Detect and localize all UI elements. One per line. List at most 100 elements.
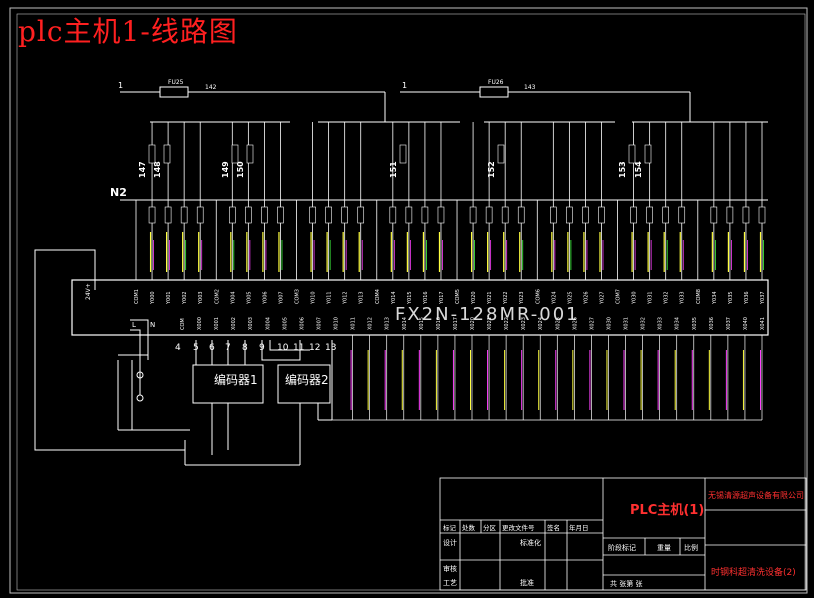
input-pin-label: X031 bbox=[624, 317, 630, 330]
supply-section bbox=[120, 86, 768, 201]
output-pin-label: COM6 bbox=[535, 289, 541, 304]
output-column bbox=[357, 122, 365, 280]
output-pin-label: Y024 bbox=[551, 291, 557, 305]
input-pin-label: X015 bbox=[419, 317, 425, 330]
output-column bbox=[469, 122, 477, 280]
relay-coil bbox=[742, 206, 750, 224]
input-terminal-number: 12 bbox=[309, 343, 320, 353]
input-column bbox=[657, 335, 660, 420]
input-pin-label: X024 bbox=[538, 317, 544, 330]
wire-number-marker bbox=[399, 144, 407, 164]
output-pin-label: Y005 bbox=[246, 291, 252, 305]
output-pin-label: Y010 bbox=[311, 291, 317, 305]
output-column bbox=[501, 122, 509, 280]
input-column bbox=[487, 335, 490, 420]
input-column bbox=[674, 335, 678, 420]
input-column bbox=[742, 335, 746, 420]
tb-stage-mark: 阶段标记 bbox=[608, 543, 636, 552]
input-pin-label: COM bbox=[180, 318, 186, 330]
output-pin-label: COM3 bbox=[295, 289, 301, 304]
wire-number: 147 bbox=[138, 161, 147, 178]
relay-coil bbox=[389, 206, 397, 224]
output-pin-label: Y033 bbox=[680, 291, 686, 305]
relay-coil bbox=[517, 206, 525, 224]
output-pin-label: Y006 bbox=[262, 291, 268, 305]
input-pin-label: X026 bbox=[572, 317, 578, 330]
title-block-header-cell: 处数 bbox=[462, 523, 476, 532]
relay-coil bbox=[566, 206, 573, 224]
relay-coil bbox=[261, 206, 268, 224]
encoder-2-label: 编码器2 bbox=[285, 372, 329, 387]
wire-number-marker bbox=[644, 144, 652, 164]
input-column bbox=[640, 335, 643, 420]
output-column bbox=[325, 122, 332, 280]
output-column bbox=[517, 122, 525, 280]
output-pin-label: Y003 bbox=[198, 291, 204, 305]
title-block-drawing-title: PLC主机(1) bbox=[630, 502, 704, 518]
output-column bbox=[758, 122, 766, 280]
output-pin-label: COM7 bbox=[616, 289, 622, 304]
output-column bbox=[421, 122, 429, 280]
relay-coil bbox=[485, 206, 493, 224]
output-pin-label: Y021 bbox=[487, 291, 493, 305]
input-pin-label: X003 bbox=[248, 317, 254, 330]
output-pin-label: COM2 bbox=[214, 289, 220, 304]
input-column bbox=[725, 335, 729, 420]
inner-frame bbox=[16, 13, 806, 591]
input-terminal-number: 10 bbox=[277, 343, 289, 353]
title-block-header-cell: 标记 bbox=[443, 523, 457, 532]
input-pin-label: X004 bbox=[265, 317, 271, 330]
output-columns bbox=[135, 122, 766, 280]
relay-coil bbox=[550, 206, 557, 224]
output-pin-label: Y022 bbox=[503, 291, 509, 305]
relay-coil bbox=[421, 206, 429, 224]
output-pin-label: Y000 bbox=[150, 291, 156, 305]
input-pin-label: X041 bbox=[760, 317, 766, 330]
output-pin-label: Y016 bbox=[423, 291, 429, 305]
input-terminal-number: 5 bbox=[193, 343, 199, 353]
input-pin-label: X035 bbox=[692, 317, 698, 330]
output-column bbox=[710, 122, 718, 280]
input-column bbox=[367, 335, 370, 420]
output-pin-label: Y013 bbox=[359, 291, 365, 305]
title-block-header-cell: 签名 bbox=[547, 523, 560, 532]
pin-n-label: N bbox=[150, 321, 155, 329]
pin-l-label: L bbox=[132, 321, 136, 329]
output-column bbox=[437, 122, 445, 280]
input-terminal-number: 13 bbox=[325, 343, 336, 353]
input-pin-label: X001 bbox=[214, 317, 220, 330]
n2-bus-label: N2 bbox=[110, 186, 127, 199]
input-column bbox=[350, 335, 353, 420]
output-pin-label: Y032 bbox=[664, 291, 670, 305]
relay-coil bbox=[646, 206, 653, 224]
tb-design: 设计 bbox=[443, 538, 457, 547]
input-pin-label: X040 bbox=[743, 317, 749, 330]
input-column bbox=[606, 335, 609, 420]
output-pin-label: Y027 bbox=[599, 291, 605, 305]
input-column bbox=[401, 335, 405, 420]
output-column bbox=[341, 122, 348, 280]
output-column bbox=[726, 122, 734, 280]
wire-left-label: 142 bbox=[205, 84, 217, 91]
input-pin-label: X012 bbox=[368, 317, 374, 330]
output-pin-label: Y036 bbox=[744, 291, 750, 305]
input-pin-label: X017 bbox=[453, 317, 459, 330]
wire-number-marker bbox=[497, 144, 505, 164]
input-pin-label: X006 bbox=[299, 317, 305, 330]
title-block-header-row: 标记处数分区更改文件号签名年月日 bbox=[443, 523, 589, 532]
plc-body bbox=[71, 279, 769, 336]
wire-number: 153 bbox=[618, 161, 627, 178]
tb-weight: 重量 bbox=[657, 544, 671, 552]
relay-coil bbox=[325, 206, 332, 224]
title-block-header-cell: 分区 bbox=[483, 523, 497, 532]
input-column bbox=[452, 335, 456, 420]
tb-sheets: 共 张第 张 bbox=[610, 579, 642, 588]
input-column bbox=[435, 335, 439, 420]
input-terminal-number: 7 bbox=[225, 343, 231, 353]
input-pin-label: X027 bbox=[589, 317, 595, 330]
output-column bbox=[277, 122, 284, 280]
output-pin-label: Y031 bbox=[648, 291, 654, 305]
